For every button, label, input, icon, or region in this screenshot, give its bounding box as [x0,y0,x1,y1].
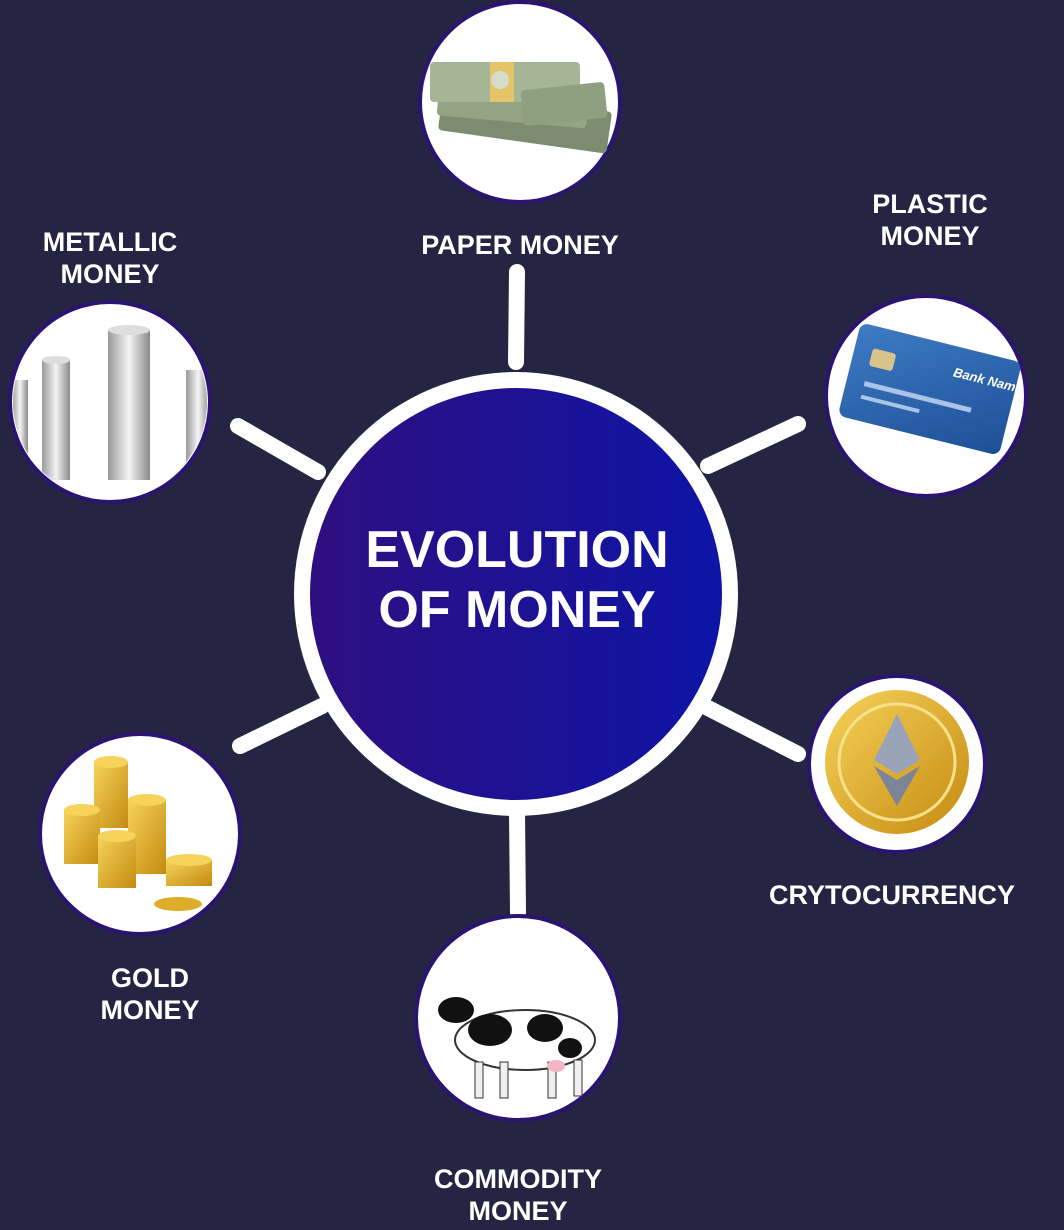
center-title-line2: OF MONEY [378,581,656,639]
label-cryptocurrency: CRYTOCURRENCY [720,879,1064,911]
connector-metallic [230,418,326,480]
label-paper-money: PAPER MONEY [370,229,670,261]
label-plastic-money: PLASTIC MONEY [820,188,1040,252]
label-commodity-line2: MONEY [468,1196,568,1226]
connector-gold [232,698,330,754]
center-title: EVOLUTION OF MONEY [308,520,726,640]
connector-plastic [700,416,806,474]
node-gold [38,732,242,936]
label-gold-line2: MONEY [100,995,200,1025]
node-crypto [807,674,987,854]
node-metallic [8,300,212,504]
label-paper-line1: PAPER MONEY [421,230,619,260]
label-commodity-line1: COMMODITY [434,1164,602,1194]
node-paper [418,0,622,204]
label-plastic-line1: PLASTIC [872,189,988,219]
credit-card-icon: Bank Name [839,324,1024,455]
label-gold-money: GOLD MONEY [40,962,260,1026]
node-commodity [414,914,622,1122]
label-commodity-money: COMMODITY MONEY [390,1163,646,1227]
center-title-line1: EVOLUTION [365,521,669,579]
label-plastic-line2: MONEY [880,221,980,251]
label-metallic-line2: MONEY [60,259,160,289]
label-metallic-money: METALLIC MONEY [0,226,220,290]
silver-coins-icon [13,325,207,480]
connectors [230,264,806,920]
connector-paper [508,264,525,370]
cow-icon [438,997,596,1099]
connector-crypto [700,700,806,762]
node-plastic: Bank Name [824,294,1028,498]
banknote-stack-icon [430,62,612,154]
gold-coins-icon [64,756,212,911]
label-crypto-line1: CRYTOCURRENCY [768,880,1016,910]
center-circle [310,388,722,800]
connector-commodity [509,804,526,920]
label-metallic-line1: METALLIC [42,227,178,257]
label-gold-line1: GOLD [111,963,189,993]
crypto-coin-icon [825,690,969,834]
